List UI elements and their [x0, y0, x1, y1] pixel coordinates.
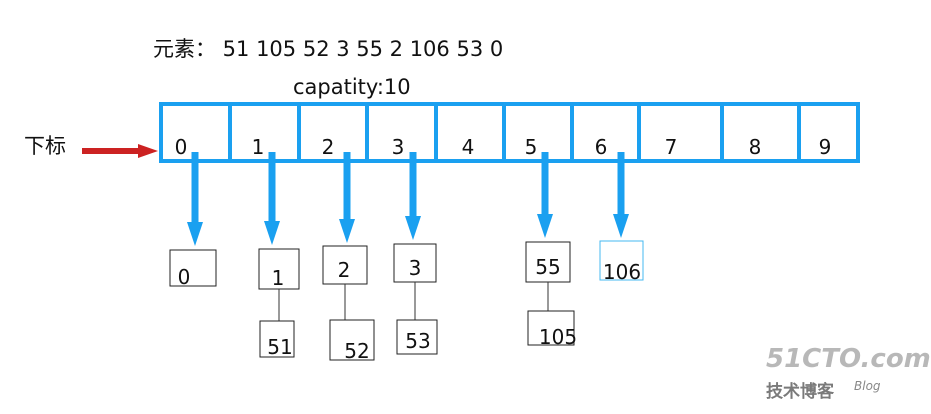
- chain-node-value: 106: [603, 260, 641, 284]
- array-frame: [159, 102, 860, 163]
- chain-node: [396, 319, 438, 355]
- slot-index-label: 4: [462, 135, 475, 159]
- chain-node-value: 105: [539, 325, 577, 349]
- bucket-chain-1: 1 51: [258, 152, 300, 359]
- chain-node-value: 2: [338, 258, 351, 282]
- index-arrow: [82, 144, 158, 158]
- bucket-chain-0: 0: [169, 152, 217, 289]
- chain-node: [525, 241, 571, 283]
- chain-node-value: 1: [272, 266, 285, 290]
- watermark-brand: 51CTO.com: [766, 344, 931, 374]
- chain-node: [258, 248, 300, 290]
- hash-table-diagram: 0 1 2 3 4 5 6 7 8 9 0 1 51 2 52 3 53 55 105 106: [82, 102, 860, 363]
- elements-title: 元素： 51 105 52 3 55 2 106 53 0: [153, 37, 504, 61]
- slot-index-label: 1: [252, 135, 265, 159]
- bucket-chain-2: 2 52: [322, 152, 375, 363]
- bucket-chain-3: 3 53: [393, 152, 438, 355]
- chain-node-value: 3: [409, 256, 422, 280]
- bucket-arrowhead: [405, 216, 421, 240]
- chain-node: [599, 240, 644, 281]
- bucket-chain-5: 55 105: [525, 152, 577, 349]
- slot-index-label: 8: [749, 135, 762, 159]
- slot-index-label: 9: [819, 135, 832, 159]
- slot-index-label: 7: [665, 135, 678, 159]
- bucket-arrowhead: [537, 214, 553, 238]
- bucket-arrowhead: [187, 222, 203, 246]
- slot-index-label: 3: [392, 135, 405, 159]
- chain-node-value: 55: [535, 255, 560, 279]
- slot-index-label: 0: [175, 135, 188, 159]
- chain-node: [169, 249, 217, 287]
- chain-node-value: 0: [178, 265, 191, 289]
- slot-index-label: 2: [322, 135, 335, 159]
- watermark-blog: Blog: [854, 379, 881, 393]
- bucket-arrowhead: [339, 219, 355, 243]
- bucket-arrowhead: [613, 214, 629, 238]
- chain-node: [259, 320, 295, 358]
- chain-node-value: 52: [344, 339, 369, 363]
- capacity-label: capatity:10: [293, 75, 411, 99]
- chain-node: [393, 243, 437, 283]
- slot-index-label: 5: [525, 135, 538, 159]
- index-label: 下标: [24, 134, 66, 158]
- chain-node: [329, 319, 375, 361]
- watermark-sub: 技术博客: [766, 382, 834, 402]
- chain-node: [527, 310, 575, 346]
- chain-node-value: 53: [405, 329, 430, 353]
- slot-index-label: 6: [595, 135, 608, 159]
- bucket-arrowhead: [264, 221, 280, 245]
- bucket-chain-6: 106: [599, 152, 644, 284]
- chain-node-value: 51: [267, 335, 292, 359]
